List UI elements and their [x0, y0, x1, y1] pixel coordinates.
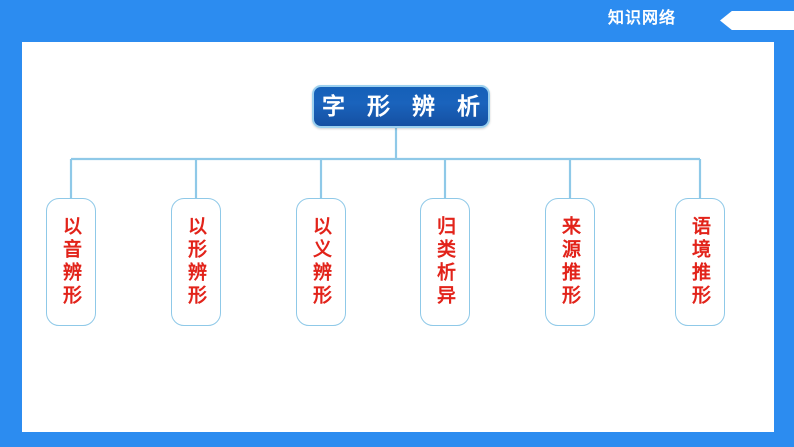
knowledge-tree-diagram: 字 形 辨 析 以音辨形 以形辨形 以义辨形 归类析异 来源推形 语境推形 — [22, 42, 774, 432]
page-title: 知识网络 — [607, 8, 676, 27]
leaf-node-label: 语境推形 — [689, 216, 711, 308]
left-pointing-banner-icon — [720, 11, 794, 30]
root-node-label: 字 形 辨 析 — [321, 93, 488, 120]
leaf-node-1[interactable]: 以音辨形 — [46, 198, 96, 326]
leaf-node-label: 以形辨形 — [185, 216, 207, 308]
leaf-node-label: 归类析异 — [434, 216, 456, 308]
leaf-node-2[interactable]: 以形辨形 — [171, 198, 221, 326]
leaf-node-label: 以音辨形 — [60, 216, 82, 308]
connector-lines — [69, 128, 702, 198]
leaf-node-label: 来源推形 — [559, 216, 581, 308]
leaf-node-4[interactable]: 归类析异 — [420, 198, 470, 326]
header-bar: 知识网络 — [0, 0, 794, 42]
leaf-node-label: 以义辨形 — [310, 216, 332, 308]
content-panel: 字 形 辨 析 以音辨形 以形辨形 以义辨形 归类析异 来源推形 语境推形 — [22, 42, 774, 432]
root-node[interactable]: 字 形 辨 析 — [312, 85, 490, 128]
leaf-node-5[interactable]: 来源推形 — [545, 198, 595, 326]
leaf-node-3[interactable]: 以义辨形 — [296, 198, 346, 326]
leaf-node-6[interactable]: 语境推形 — [675, 198, 725, 326]
